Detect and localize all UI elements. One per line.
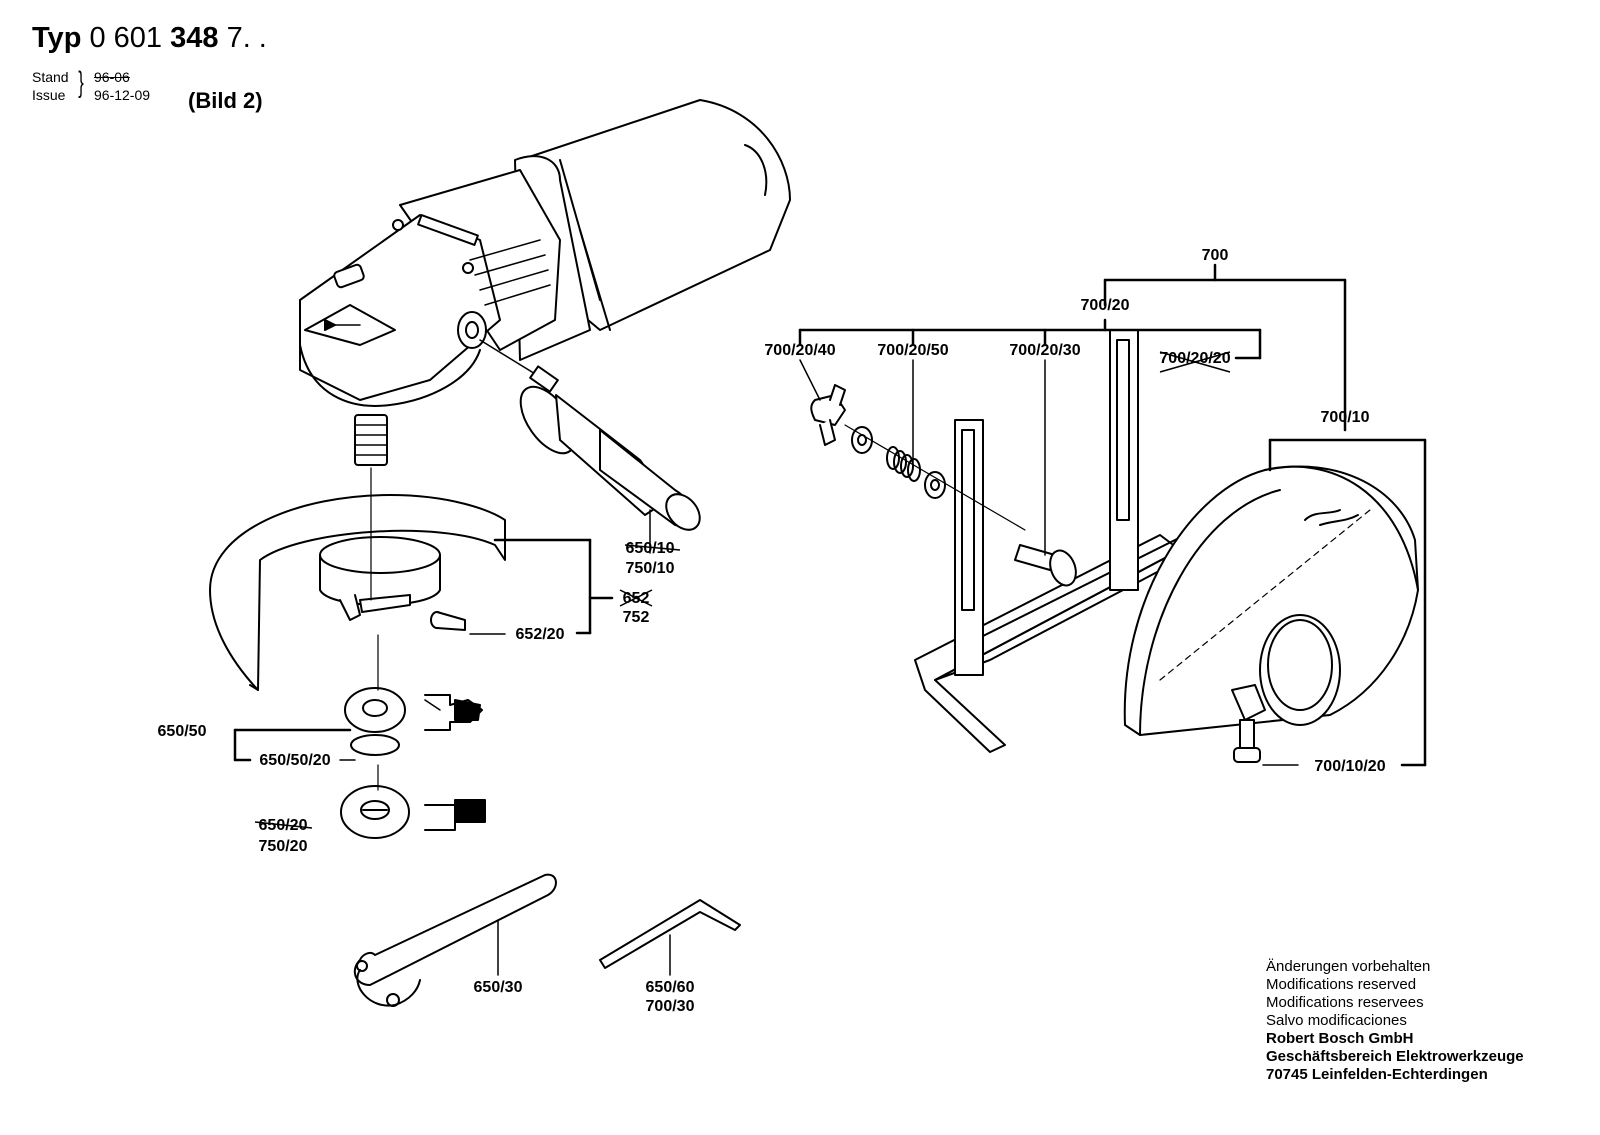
guard-screw-drawing	[1233, 719, 1261, 763]
flange-section-symbol-upper	[424, 694, 483, 731]
crossout-line	[624, 544, 681, 551]
brace-icon: }	[78, 66, 84, 99]
part-label-700-10: 700/10	[1321, 409, 1370, 426]
flange-lower-drawing	[340, 785, 410, 839]
part-label-700-10-20: 700/10/20	[1314, 758, 1385, 775]
assembly-axis-line	[844, 424, 1026, 531]
type-number-c: 7. .	[226, 22, 267, 54]
crossout-line	[619, 589, 653, 607]
part-label-700-20-20-crossed: 700/20/20	[1159, 350, 1230, 367]
footer-address: 70745 Leinfelden-Echterdingen	[1266, 1066, 1488, 1083]
issue-label: Issue	[32, 87, 66, 103]
part-label-700-20: 700/20	[1081, 297, 1130, 314]
part-label-650-60: 650/60	[646, 979, 695, 996]
stand-label: Stand	[32, 69, 69, 85]
figure-number: (Bild 2)	[188, 88, 263, 113]
stand-issue-block: Stand Issue } 96-06 96-12-09	[32, 66, 150, 104]
cutting-guide-drawing	[914, 329, 1186, 753]
thin-leader-lines	[339, 359, 1299, 976]
part-label-750-20: 750/20	[259, 838, 308, 855]
crossout-line	[1159, 351, 1231, 373]
wing-nut-drawing	[810, 384, 846, 446]
stand-date-crossed: 96-06	[94, 69, 130, 85]
type-heading: Typ 0 601 348 7. .	[32, 22, 267, 55]
issue-date: 96-12-09	[94, 87, 151, 103]
part-label-650-10-crossed: 650/10	[626, 540, 675, 557]
crossout-line	[254, 821, 313, 829]
footer-line-fr: Modifications reservees	[1266, 994, 1424, 1011]
part-label-752: 752	[623, 609, 650, 626]
part-label-650-30: 650/30	[474, 979, 523, 996]
footer-company: Robert Bosch GmbH	[1266, 1030, 1414, 1047]
flange-upper-drawing	[344, 687, 406, 756]
part-label-650-50-20: 650/50/20	[259, 752, 330, 769]
footer-notice: Änderungen vorbehalten Modifications res…	[1266, 958, 1524, 1084]
part-label-700-20-30: 700/20/30	[1009, 342, 1080, 359]
type-label: Typ	[32, 22, 82, 54]
footer-line-en: Modifications reserved	[1266, 976, 1417, 993]
type-number-b: 348	[170, 22, 219, 54]
side-handle-drawing	[479, 339, 701, 531]
part-label-750-10: 750/10	[626, 560, 675, 577]
part-label-700-20-50: 700/20/50	[877, 342, 948, 359]
cutting-guard-drawing	[1123, 465, 1419, 736]
washer-drawing	[851, 426, 946, 499]
footer-division: Geschäftsbereich Elektrowerkzeuge	[1266, 1048, 1524, 1065]
part-label-652-20: 652/20	[516, 626, 565, 643]
carriage-bolt-drawing	[1014, 544, 1077, 587]
angle-grinder-drawing	[299, 99, 791, 466]
pin-spanner-drawing	[353, 873, 557, 1007]
part-label-700: 700	[1202, 247, 1229, 264]
wheel-guard-drawing	[209, 494, 506, 691]
flange-section-symbol-lower	[424, 799, 486, 831]
part-label-650-50: 650/50	[158, 723, 207, 740]
type-number-a: 0 601	[89, 22, 163, 54]
leader-lines	[233, 263, 1427, 767]
footer-line-es: Salvo modificaciones	[1266, 1012, 1407, 1029]
hex-key-drawing	[599, 899, 741, 969]
footer-line-de: Änderungen vorbehalten	[1266, 958, 1431, 975]
spring-drawing	[886, 446, 921, 482]
part-label-700-30: 700/30	[646, 998, 695, 1015]
part-label-700-20-40: 700/20/40	[764, 342, 835, 359]
axis-lines	[370, 467, 379, 791]
